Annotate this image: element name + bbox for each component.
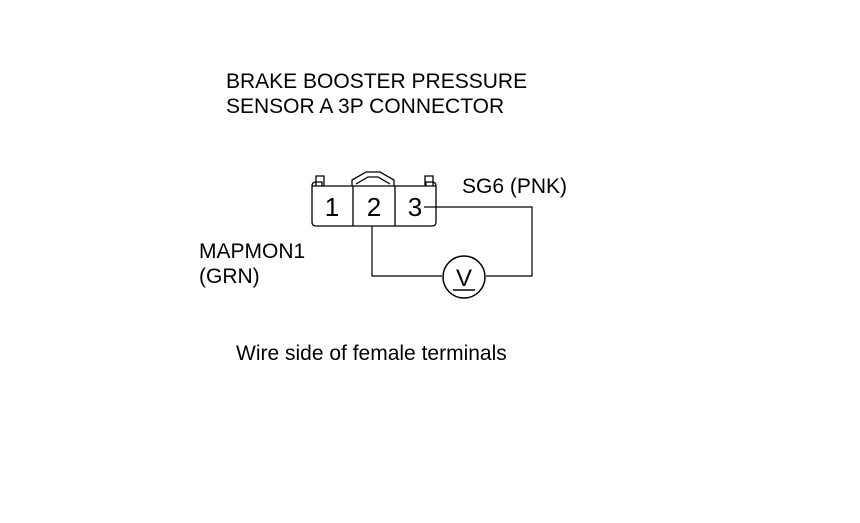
diagram-title-line-2: SENSOR A 3P CONNECTOR (226, 95, 505, 118)
voltmeter-icon: V (442, 255, 486, 299)
mapmon1-test-lead (371, 226, 442, 277)
diagram-caption: Wire side of female terminals (236, 342, 507, 365)
sg6-test-lead (424, 206, 533, 277)
test-lead-wires (371, 206, 533, 277)
pin-2-label: 2 (367, 192, 381, 222)
pin-3-label: 3 (408, 192, 422, 222)
diagram-title-line-1: BRAKE BOOSTER PRESSURE (226, 70, 528, 93)
mapmon1-wire-label: MAPMON1 (199, 240, 306, 263)
voltmeter-symbol: V (456, 265, 472, 292)
sg6-wire-label: SG6 (PNK) (462, 175, 568, 198)
mapmon1-wire-color: (GRN) (199, 265, 260, 288)
connector-body (311, 171, 437, 227)
pin-1-label: 1 (325, 192, 339, 222)
